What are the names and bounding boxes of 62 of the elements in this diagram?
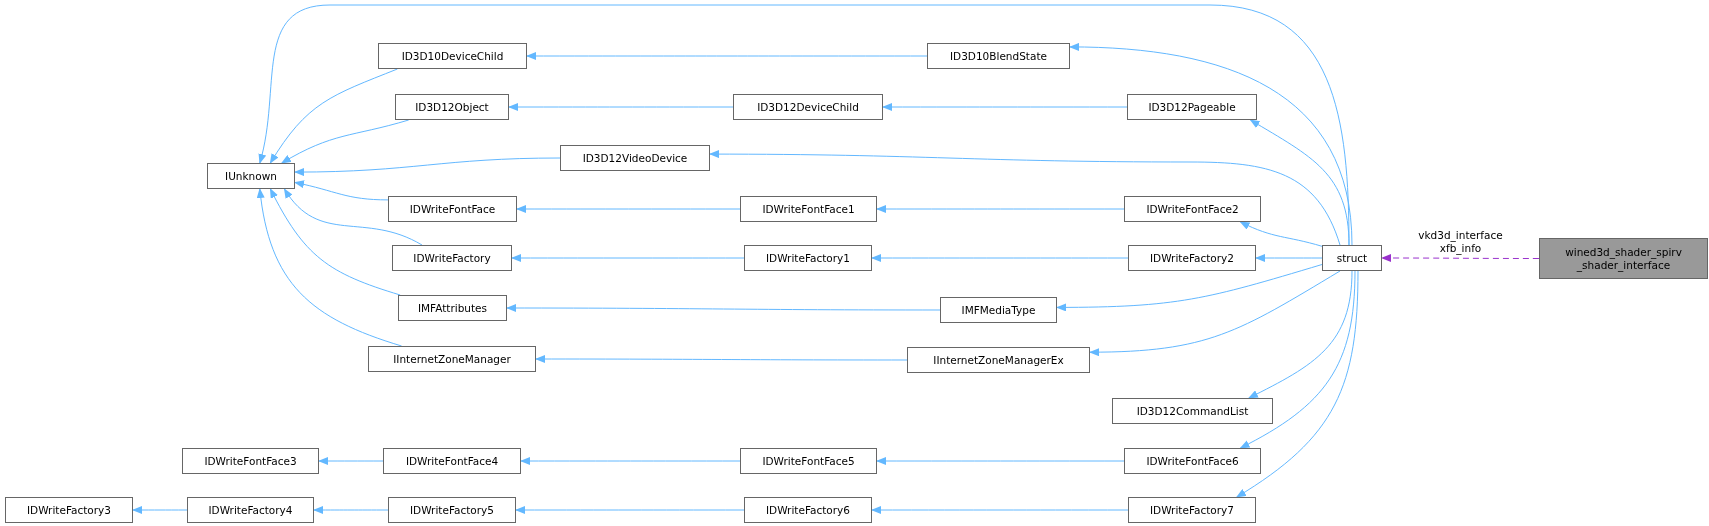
inheritance-arrow xyxy=(709,150,1341,246)
class-box: ID3D12CommandList xyxy=(1112,398,1273,424)
inheritance-arrow xyxy=(1069,43,1353,246)
class-box: IDWriteFactory6 xyxy=(744,497,872,523)
class-box: IMFAttributes xyxy=(398,295,507,321)
class-box: IDWriteFactory1 xyxy=(744,245,872,271)
inheritance-arrow xyxy=(526,52,928,60)
class-box: IDWriteFactory7 xyxy=(1128,497,1256,523)
inheritance-arrow xyxy=(1089,270,1341,357)
inheritance-arrow xyxy=(1247,270,1353,399)
class-box: IDWriteFontFace4 xyxy=(383,448,521,474)
class-box: IDWriteFontFace5 xyxy=(740,448,877,474)
inheritance-arrow xyxy=(1255,254,1323,262)
class-box: IInternetZoneManagerEx xyxy=(907,347,1090,373)
class-box: IDWriteFontFace2 xyxy=(1124,196,1261,222)
inheritance-arrow xyxy=(516,205,741,213)
inheritance-arrow xyxy=(515,506,745,514)
inheritance-arrow xyxy=(1235,270,1359,498)
inheritance-arrow xyxy=(1249,119,1350,246)
inheritance-arrow xyxy=(132,506,188,514)
inheritance-arrow xyxy=(294,180,389,201)
class-box: IDWriteFontFace1 xyxy=(740,196,877,222)
class-box: struct xyxy=(1322,245,1382,271)
class-box: IDWriteFactory3 xyxy=(5,497,133,523)
inheritance-arrow xyxy=(511,254,745,262)
inheritance-arrow xyxy=(508,103,734,111)
class-box: IDWriteFactory4 xyxy=(187,497,314,523)
inheritance-arrow xyxy=(269,188,401,296)
class-box: ID3D10BlendState xyxy=(927,43,1070,69)
inheritance-arrow xyxy=(280,119,410,164)
inheritance-arrow xyxy=(876,205,1125,213)
class-box: IDWriteFontFace3 xyxy=(182,448,319,474)
inheritance-arrow xyxy=(269,68,398,164)
class-box: ID3D12VideoDevice xyxy=(560,145,710,171)
inheritance-arrow xyxy=(257,188,403,347)
class-box: IDWriteFontFace xyxy=(388,196,517,222)
class-box: IMFMediaType xyxy=(940,297,1057,323)
class-box: IDWriteFactory xyxy=(392,245,512,271)
class-box: ID3D12Object xyxy=(395,94,509,120)
class-box: IUnknown xyxy=(207,163,295,189)
inheritance-arrow xyxy=(506,304,941,312)
class-box: IInternetZoneManager xyxy=(368,346,536,372)
inheritance-arrow xyxy=(294,157,561,176)
inheritance-arrow xyxy=(876,457,1125,465)
inheritance-arrow xyxy=(520,457,741,465)
inheritance-arrow xyxy=(1239,221,1323,247)
class-box: IDWriteFontFace6 xyxy=(1124,448,1261,474)
inheritance-arrow xyxy=(871,254,1129,262)
class-box: ID3D12DeviceChild xyxy=(733,94,883,120)
class-box: IDWriteFactory5 xyxy=(388,497,516,523)
inheritance-arrow xyxy=(535,355,908,363)
inheritance-arrow xyxy=(313,506,389,514)
inheritance-arrow xyxy=(1239,270,1356,449)
class-box: ID3D10DeviceChild xyxy=(378,43,527,69)
inheritance-arrow xyxy=(318,457,384,465)
class-box: IDWriteFactory2 xyxy=(1128,245,1256,271)
inheritance-arrow xyxy=(871,506,1129,514)
class-box: ID3D12Pageable xyxy=(1127,94,1257,120)
inheritance-arrow xyxy=(1056,264,1323,312)
dashed-arrow xyxy=(1381,254,1540,262)
inheritance-arrow xyxy=(882,103,1128,111)
class-box: wined3d_shader_spirv _shader_interface xyxy=(1539,238,1708,279)
